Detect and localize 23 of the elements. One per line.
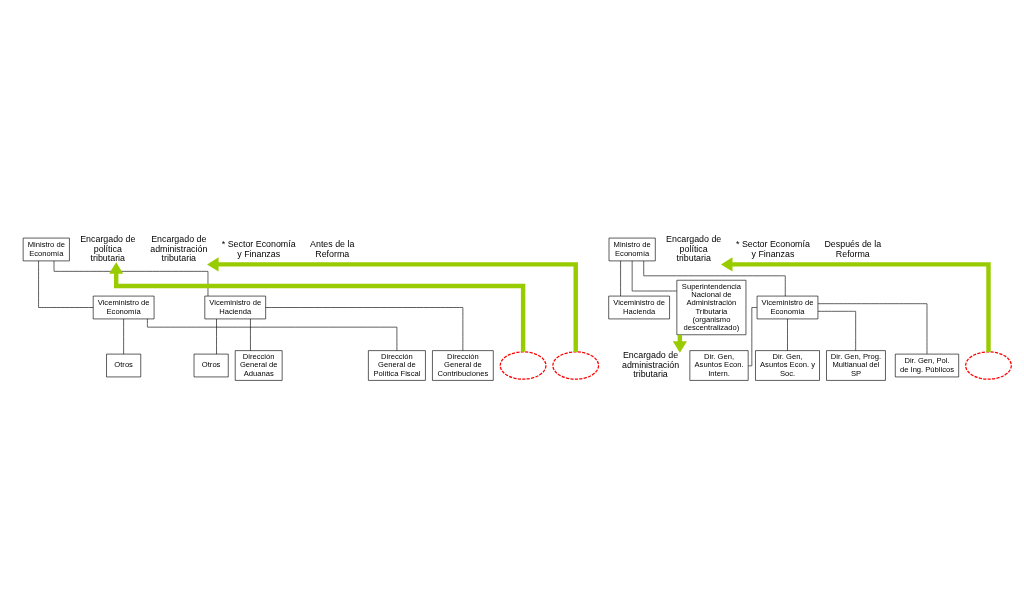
- label: * Sector Economía y Finanzas: [221, 239, 296, 259]
- connector: [787, 318, 788, 351]
- connector: [817, 311, 856, 351]
- connector: [147, 318, 398, 351]
- connector: [250, 318, 251, 351]
- node-text: Encargado de administración tributaria: [621, 350, 680, 380]
- label: * Sector Economía y Finanzas: [735, 239, 810, 259]
- arrow: [207, 257, 578, 352]
- label: Antes de la Reforma: [310, 239, 355, 259]
- connector: [216, 318, 217, 355]
- node-text: Encargado de administración tributaria: [150, 234, 208, 264]
- connector: [265, 307, 464, 351]
- connector: [620, 260, 621, 297]
- node-text: Encargado de política tributaria: [80, 234, 136, 264]
- connector: [38, 260, 94, 308]
- node-ellipse: [552, 351, 600, 380]
- arrow: [109, 262, 526, 352]
- connector: [123, 318, 124, 355]
- node-text: Encargado de política tributaria: [666, 234, 722, 264]
- node-ellipse: [499, 351, 547, 380]
- node-ellipse: [965, 351, 1012, 380]
- label: Después de la Reforma: [824, 239, 882, 259]
- arrow: [720, 257, 991, 352]
